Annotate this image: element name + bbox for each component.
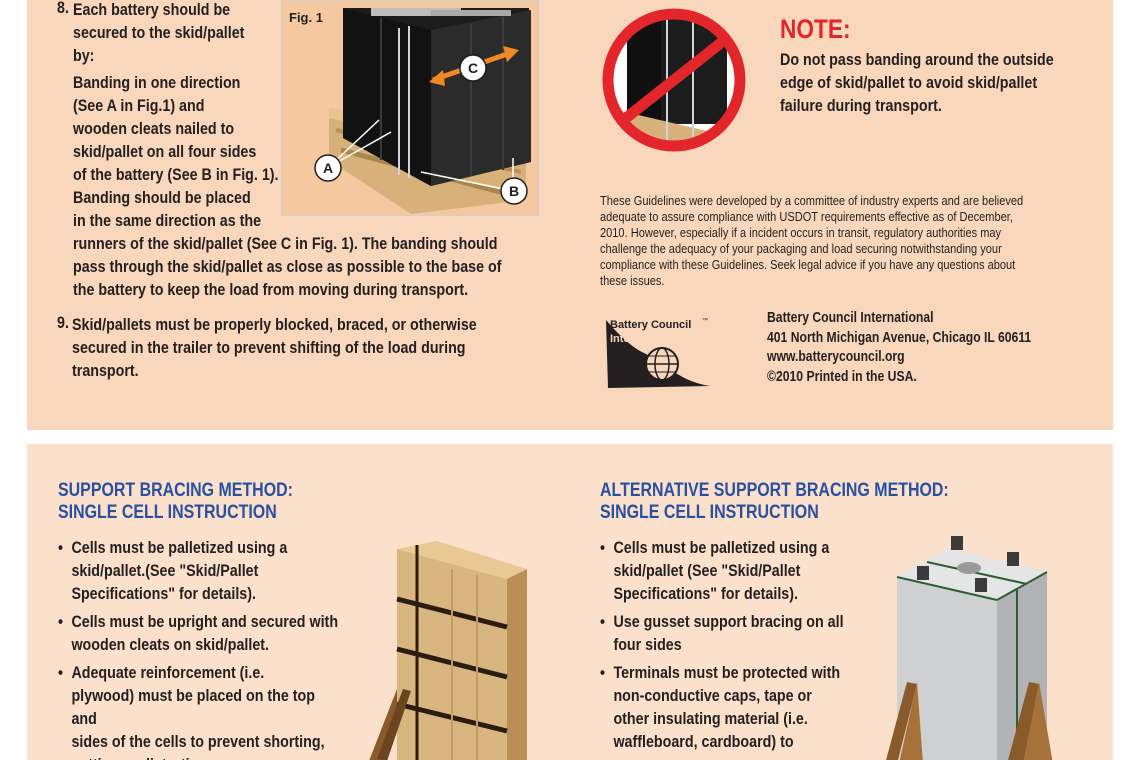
guidelines-disclaimer: These Guidelines were developed by a com… bbox=[600, 193, 1024, 288]
step-8-intro: Each battery should be secured to the sk… bbox=[73, 0, 245, 65]
note-text: Do not pass banding around the outside e… bbox=[780, 50, 1054, 115]
bci-logo-line2: International bbox=[610, 333, 676, 345]
list-item: Cells must be palletized using a skid/pa… bbox=[58, 536, 344, 605]
single-cell-gusset-illustration bbox=[886, 536, 1053, 760]
bci-website: www.batterycouncil.org bbox=[767, 349, 905, 365]
callout-c-letter: C bbox=[468, 60, 478, 76]
bci-logo-trademark: ™ bbox=[702, 317, 708, 324]
bottom-panel: SUPPORT BRACING METHOD: SINGLE CELL INST… bbox=[27, 444, 1113, 760]
bci-address: 401 North Michigan Avenue, Chicago IL 60… bbox=[767, 329, 1032, 346]
note-title: NOTE: bbox=[780, 14, 851, 44]
alternative-bracing-title: ALTERNATIVE SUPPORT BRACING METHOD: SING… bbox=[600, 480, 949, 523]
alternative-bracing-list: Cells must be palletized using a skid/pa… bbox=[600, 536, 886, 758]
callout-a-letter: A bbox=[323, 160, 333, 176]
wooden-crate-illustration bbox=[369, 541, 527, 760]
list-item: Cells must be upright and secured with w… bbox=[58, 610, 344, 656]
bci-contact-block: Battery Council International 401 North … bbox=[767, 309, 1031, 387]
fig1-battery-pallet-illustration: Fig. 1 C A B bbox=[281, 0, 539, 216]
step-8-number: 8. bbox=[57, 0, 69, 17]
bci-logo: Battery Council ™ International bbox=[606, 317, 710, 388]
bci-copyright: ©2010 Printed in the USA. bbox=[767, 368, 917, 385]
support-bracing-title: SUPPORT BRACING METHOD: SINGLE CELL INST… bbox=[58, 480, 293, 523]
step-9-text: Skid/pallets must be properly blocked, b… bbox=[72, 315, 477, 380]
step-8-banding-text: Banding in one direction (See A in Fig.1… bbox=[73, 73, 279, 230]
support-bracing-list: Cells must be palletized using a skid/pa… bbox=[58, 536, 344, 760]
list-item: Cells must be palletized using a skid/pa… bbox=[600, 536, 886, 605]
step-8-runners-text: runners of the skid/pallet (See C in Fig… bbox=[73, 234, 502, 299]
list-item: Terminals must be protected with non-con… bbox=[600, 661, 886, 753]
list-item: Use gusset support bracing on all four s… bbox=[600, 610, 886, 656]
bci-logo-line1: Battery Council bbox=[610, 319, 691, 331]
callout-b: B bbox=[500, 177, 528, 205]
top-panel: 8. Each battery should be secured to the… bbox=[27, 0, 1113, 430]
list-item: Adequate reinforcement (i.e. plywood) mu… bbox=[58, 661, 344, 760]
callout-c: C bbox=[459, 54, 487, 82]
fig1-label: Fig. 1 bbox=[289, 10, 323, 25]
callout-b-letter: B bbox=[509, 183, 519, 199]
callout-a: A bbox=[314, 154, 342, 182]
prohibited-banding-icon bbox=[602, 8, 746, 152]
bci-name: Battery Council International bbox=[767, 310, 934, 326]
step-9-number: 9. bbox=[57, 313, 69, 332]
